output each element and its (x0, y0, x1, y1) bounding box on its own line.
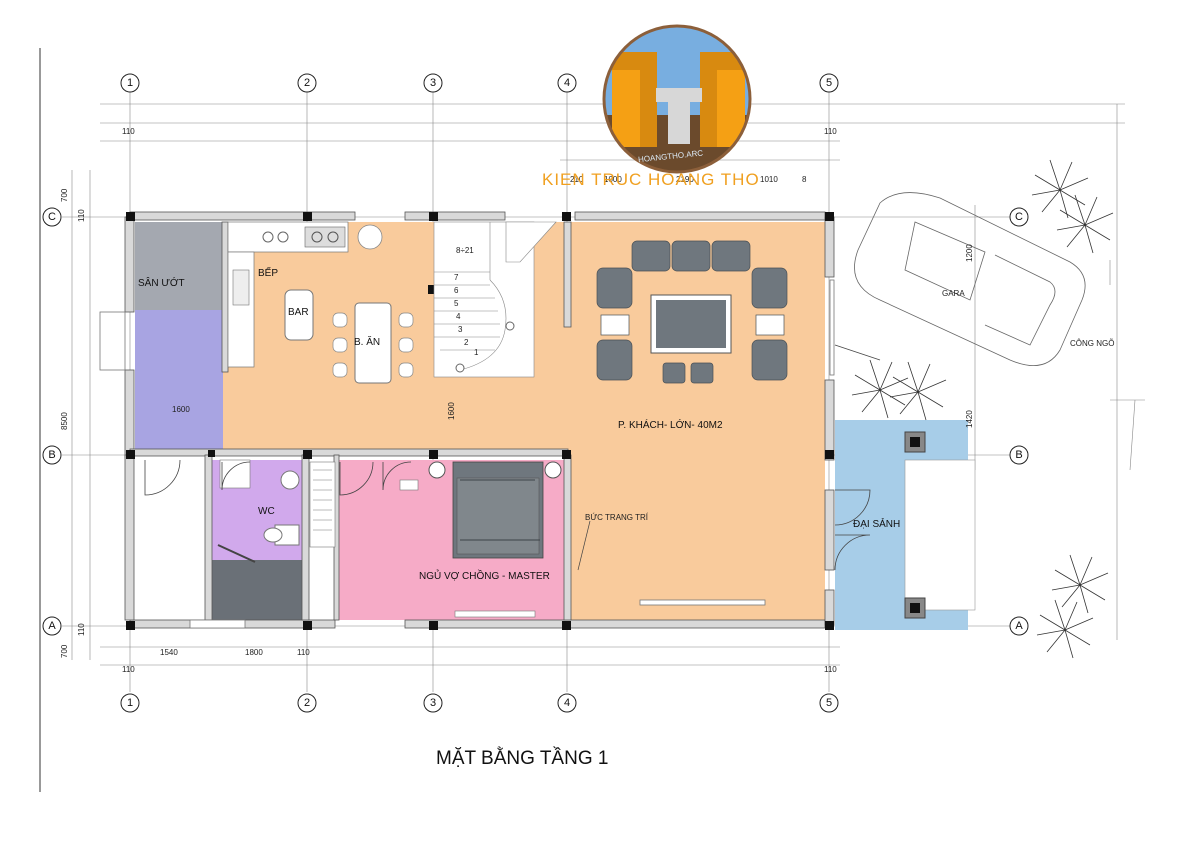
sofa-set (596, 240, 788, 384)
desk (399, 479, 419, 491)
dim-right-1420: 1420 (965, 410, 974, 428)
lobby-pillars (904, 431, 926, 619)
dim-left-8500: 8500 (60, 412, 69, 430)
label-gara: GARA (942, 289, 965, 298)
axis-col-5-bottom: 5 (826, 697, 832, 709)
axis-row-a-left: A (48, 620, 56, 632)
stair-step-7: 7 (454, 273, 459, 282)
lavender-area-fill (135, 310, 223, 452)
stair-step-6: 6 (454, 286, 459, 295)
label-bep: BẾP (258, 266, 278, 279)
axis-col-1-top: 1 (127, 77, 133, 89)
axis-col-5-top: 5 (826, 77, 832, 89)
bar-counter (284, 289, 314, 341)
dim-bottom-110-left: 110 (122, 665, 135, 674)
dim-bottom-110-right: 110 (824, 665, 837, 674)
kitchen-counter (227, 221, 349, 368)
dim-right-1200: 1200 (965, 244, 974, 262)
feature-wall-leader (577, 520, 591, 571)
columns (126, 212, 834, 630)
shower-fill (212, 560, 302, 620)
plant-icon (851, 159, 1114, 659)
dim-top-210: 210 (570, 175, 584, 184)
wc-fixtures (217, 459, 300, 563)
stair-landing (505, 221, 557, 263)
dim-inner-1600-b: 1600 (447, 402, 456, 420)
axis-row-c-left: C (48, 211, 56, 223)
corridor-fill (135, 460, 205, 620)
page-title: MẶT BẰNG TẦNG 1 (436, 747, 608, 769)
label-master: NGỦ VỢ CHỒNG - MASTER (419, 569, 550, 582)
label-bar: BAR (288, 307, 309, 318)
dim-bottom-1540: 1540 (160, 648, 178, 657)
axis-row-a-right: A (1015, 620, 1023, 632)
dim-left-700-top: 700 (60, 188, 69, 202)
dim-left-110-bottom: 110 (77, 623, 86, 636)
dimension-labels: 110 110 210 1000 2190 1010 8 700 110 850… (60, 127, 974, 674)
axis-col-2-bottom: 2 (304, 697, 310, 709)
dim-left-110-top: 110 (77, 209, 86, 222)
dim-bottom-110: 110 (297, 648, 310, 657)
stair-step-5: 5 (454, 299, 459, 308)
dim-top-2190: 2190 (676, 175, 694, 184)
dining-table (354, 302, 392, 384)
axis-col-1-bottom: 1 (127, 697, 133, 709)
lobby-steps (904, 459, 976, 611)
gate (1109, 260, 1145, 471)
label-cong-ngo: CÔNG NGÕ (1070, 339, 1114, 348)
stair-step-4: 4 (456, 312, 461, 321)
dim-inner-1600-a: 1600 (172, 405, 190, 414)
dim-top-1000: 1000 (604, 175, 622, 184)
coffee-table-top (656, 300, 726, 348)
dim-top-8: 8 (802, 175, 807, 184)
label-wc: WC (258, 506, 275, 517)
axis-col-4-top: 4 (564, 77, 570, 89)
stair-range: 8÷21 (456, 246, 474, 255)
wardrobe-hangers (313, 469, 332, 531)
stair-step-1: 1 (474, 348, 479, 357)
label-dai-sanh: ĐẠI SẢNH (853, 517, 900, 530)
tv-cabinet (454, 610, 536, 618)
axis-col-3-bottom: 3 (430, 697, 436, 709)
spiral-stair-icon (357, 224, 383, 250)
axis-row-b-right: B (1015, 449, 1022, 461)
axis-bubbles: 1 2 3 4 5 1 2 3 4 5 C B A C B A (42, 73, 1029, 713)
wardrobe (309, 461, 336, 548)
dim-bottom-1800: 1800 (245, 648, 263, 657)
axis-col-2-top: 2 (304, 77, 310, 89)
stair-step-2: 2 (464, 338, 469, 347)
wet-yard-fill (135, 222, 223, 310)
room-labels: SÂN ƯỚT BẾP BAR B. ĂN P. KHÁCH- LỚN- 40M… (138, 266, 1114, 582)
axis-col-4-bottom: 4 (564, 697, 570, 709)
stair-labels: 8÷21 7 6 5 4 3 2 1 (454, 246, 479, 357)
label-phong-khach: P. KHÁCH- LỚN- 40M2 (618, 418, 723, 431)
car-outline (854, 192, 1086, 367)
axis-row-c-right: C (1015, 211, 1023, 223)
label-san-uot: SÂN ƯỚT (138, 276, 185, 289)
axis-row-b-left: B (48, 449, 55, 461)
dim-top-110-left: 110 (122, 127, 135, 136)
dim-top-1010: 1010 (760, 175, 778, 184)
master-bed (428, 461, 562, 559)
label-b-an: B. ĂN (354, 335, 380, 348)
dim-top-110-right: 110 (824, 127, 837, 136)
label-buc-trang-tri: BỨC TRANG TRÍ (585, 513, 649, 522)
dining-chairs (332, 312, 414, 378)
logo: HOANGTHO.ARC (602, 24, 752, 174)
stair-step-3: 3 (458, 325, 463, 334)
brand-name: KIEN TRUC HOANG THO (542, 170, 760, 189)
axis-col-3-top: 3 (430, 77, 436, 89)
windows (99, 279, 835, 629)
room-fills (135, 222, 976, 630)
doors (144, 344, 881, 571)
dim-left-700-bottom: 700 (60, 644, 69, 658)
